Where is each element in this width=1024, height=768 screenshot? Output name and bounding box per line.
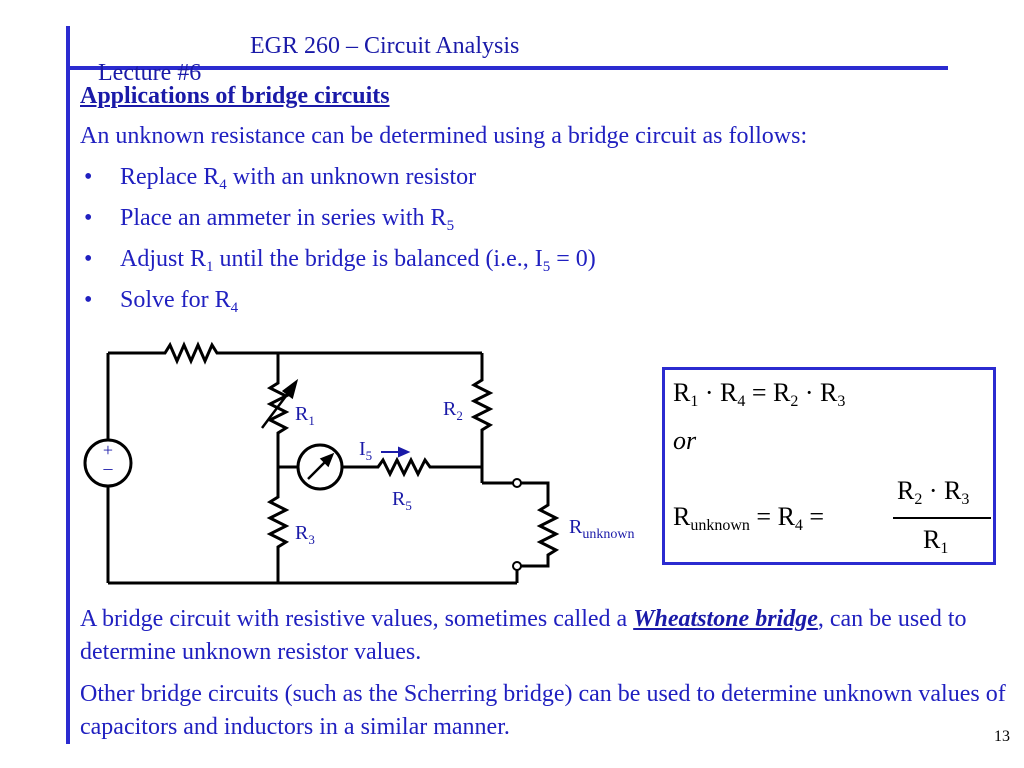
header-underline bbox=[66, 66, 948, 70]
i5-label: I5 bbox=[359, 438, 373, 463]
r2-resistor bbox=[470, 353, 494, 483]
section-title: Applications of bridge circuits bbox=[80, 83, 390, 109]
top-resistor bbox=[108, 341, 482, 365]
variable-arrow-icon bbox=[261, 378, 299, 429]
r5-resistor bbox=[342, 456, 482, 478]
course-label: EGR 260 – Circuit Analysis bbox=[250, 33, 520, 59]
intro-text: An unknown resistance can be determined … bbox=[80, 123, 808, 149]
runknown-label: Runknown bbox=[569, 516, 635, 542]
terminal-bottom bbox=[512, 561, 522, 571]
r2-label: R2 bbox=[443, 398, 463, 423]
other-bridges-paragraph: Other bridge circuits (such as the Scher… bbox=[80, 681, 1006, 740]
wheatstone-link[interactable]: Wheatstone bridge bbox=[633, 606, 818, 632]
page-number: 13 bbox=[994, 728, 1010, 745]
bullet-icon: • bbox=[84, 287, 93, 313]
terminal-top bbox=[512, 478, 522, 488]
bullet-icon: • bbox=[84, 246, 93, 272]
source-plus: + bbox=[102, 440, 114, 460]
bullet-icon: • bbox=[84, 205, 93, 231]
voltage-source-icon bbox=[83, 438, 133, 488]
or-label: or bbox=[673, 426, 697, 455]
equation-box: R1 · R4 = R2 · R3 or Runknown = R4 = R2 … bbox=[662, 367, 996, 565]
balance-equation: R1 · R4 = R2 · R3 bbox=[673, 378, 846, 410]
lecture-label: Lecture #6 bbox=[98, 60, 202, 86]
source-minus: – bbox=[103, 458, 113, 478]
r5-label: R5 bbox=[392, 488, 412, 513]
r1-label: R1 bbox=[295, 403, 315, 428]
fraction-denominator: R1 bbox=[923, 525, 949, 557]
wheatstone-paragraph: A bridge circuit with resistive values, … bbox=[80, 606, 967, 665]
current-arrow-icon bbox=[381, 446, 411, 458]
r3-resistor bbox=[266, 467, 290, 583]
fraction-bar bbox=[893, 517, 991, 519]
solve-lhs: Runknown = R4 = bbox=[673, 502, 825, 534]
left-accent-bar bbox=[66, 26, 70, 744]
bullet-icon: • bbox=[84, 164, 93, 190]
source-polarity: + – bbox=[101, 441, 115, 477]
slide-header: Lecture #6 EGR 260 – Circuit Analysis bbox=[86, 33, 519, 114]
fraction-numerator: R2 · R3 bbox=[897, 476, 970, 508]
r1-resistor bbox=[266, 353, 290, 467]
runknown-resistor bbox=[521, 481, 560, 568]
r3-label: R3 bbox=[295, 522, 315, 547]
